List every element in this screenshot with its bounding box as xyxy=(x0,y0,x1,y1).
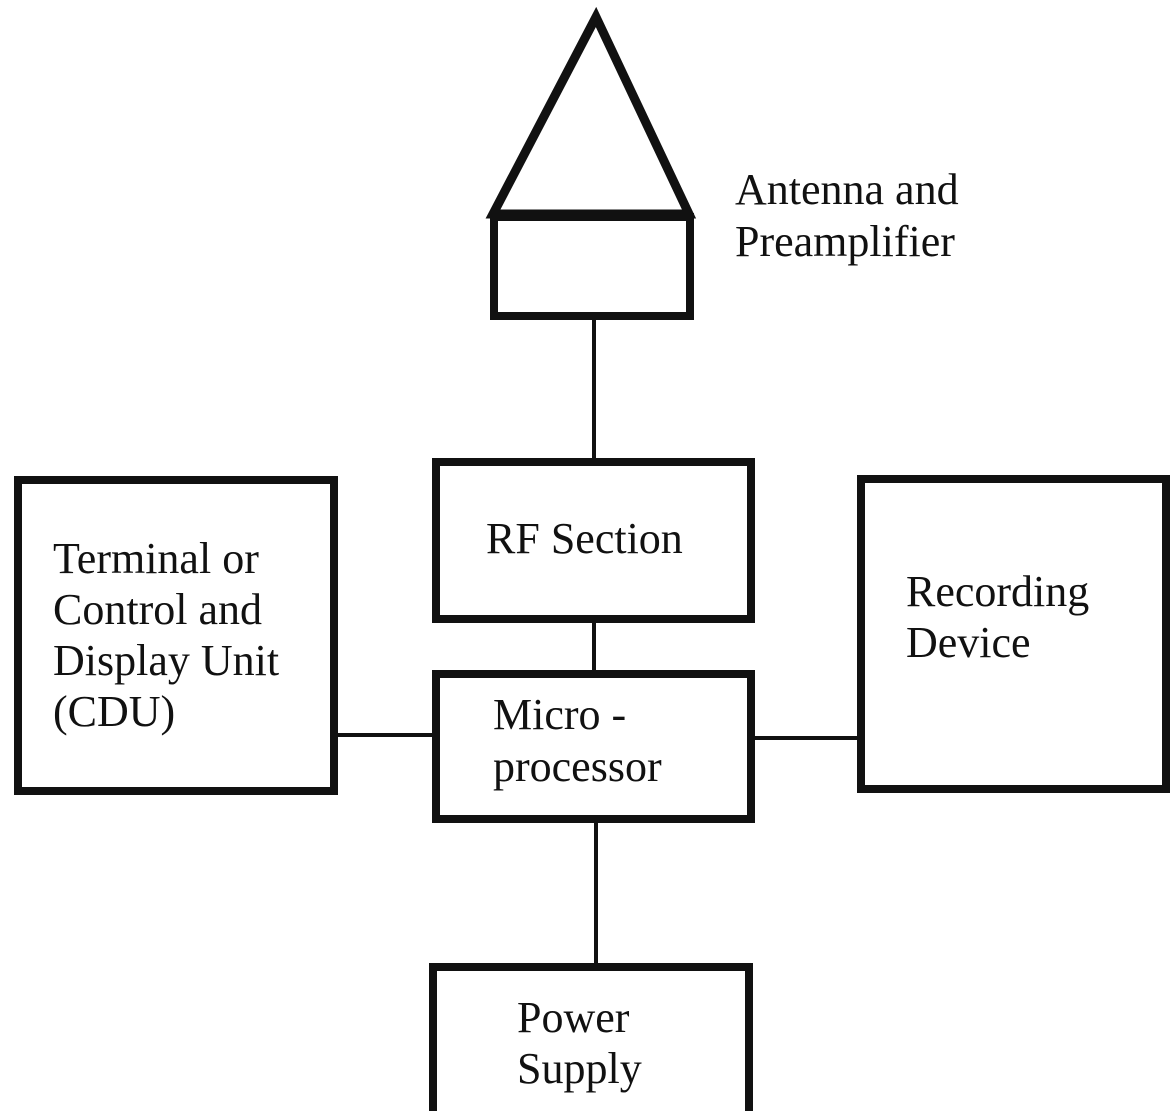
cdu-label: Terminal or Control and Display Unit (CD… xyxy=(53,534,290,736)
cdu-block: Terminal or Control and Display Unit (CD… xyxy=(14,476,338,795)
preamplifier-box xyxy=(490,213,694,320)
antenna-icon xyxy=(485,6,697,219)
recording-device-label: Recording Device xyxy=(906,567,1100,667)
rf-section-label: RF Section xyxy=(486,514,683,563)
microprocessor-block: Micro - processor xyxy=(432,670,755,823)
microprocessor-label: Micro - processor xyxy=(493,690,662,791)
recording-device-block: Recording Device xyxy=(857,475,1170,793)
antenna-label: Antenna and Preamplifier xyxy=(735,165,970,266)
power-supply-label: Power Supply xyxy=(517,993,642,1093)
power-supply-block: Power Supply xyxy=(429,963,753,1111)
rf-section-block: RF Section xyxy=(432,458,755,623)
antenna-preamplifier xyxy=(485,6,697,320)
